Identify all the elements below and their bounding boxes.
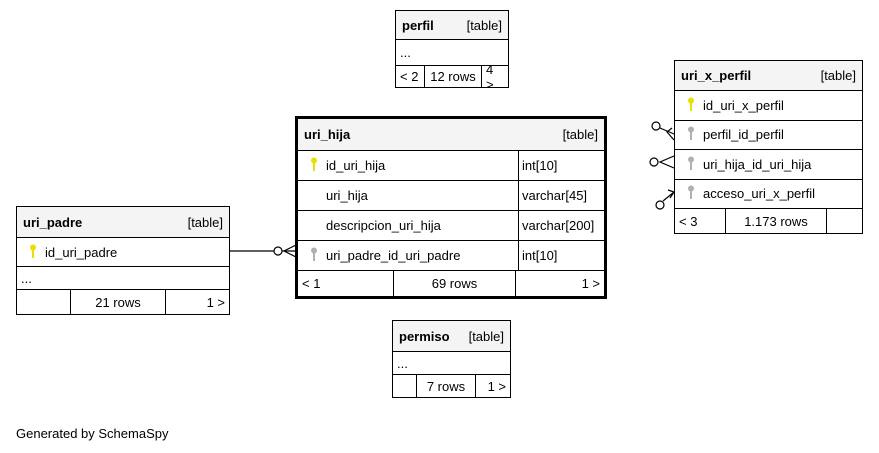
column-row[interactable]: acceso_uri_x_perfil [675, 178, 862, 209]
table-header[interactable]: uri_padre [table] [17, 207, 229, 237]
primary-key-icon [25, 244, 41, 261]
prev-link[interactable]: < 3 [679, 213, 698, 229]
prev-link[interactable]: < 2 [400, 69, 419, 84]
edge-crow-foot [282, 244, 297, 258]
column-row[interactable]: uri_hija_id_uri_hija [675, 149, 862, 179]
next-link[interactable]: 1 > [475, 375, 510, 397]
row-count: 1.173 rows [725, 209, 826, 233]
table-name: uri_hija [304, 127, 351, 142]
column-name: id_uri_padre [45, 244, 118, 260]
more-columns-ellipsis: ... [396, 39, 508, 65]
table-header[interactable]: uri_hija [table] [298, 119, 604, 150]
edge-crow-foot [662, 189, 675, 202]
column-name: descripcion_uri_hija [326, 218, 441, 233]
column-row[interactable]: id_uri_padre [17, 237, 229, 266]
table-kind: [table] [468, 328, 504, 344]
table-name: perfil [402, 17, 434, 33]
column-name: uri_padre_id_uri_padre [326, 248, 461, 263]
table-kind: [table] [466, 17, 502, 33]
column-name: uri_hija [326, 188, 368, 203]
column-row[interactable]: id_uri_hija int[10] [298, 150, 604, 180]
column-row[interactable]: uri_hija varchar[45] [298, 180, 604, 210]
table-kind: [table] [562, 127, 598, 142]
table-header[interactable]: uri_x_perfil [table] [675, 61, 862, 90]
row-count: 69 rows [393, 271, 515, 296]
prev-link[interactable] [393, 375, 416, 397]
table-uri-x-perfil[interactable]: uri_x_perfil [table] id_uri_x_perfil per… [674, 60, 863, 234]
edge-crow-foot [658, 155, 675, 169]
table-uri-padre[interactable]: uri_padre [table] id_uri_padre ...21 row… [16, 206, 230, 315]
next-link[interactable]: 4 > [481, 62, 508, 92]
more-columns-ellipsis: ... [393, 351, 510, 374]
column-type: varchar[200] [518, 211, 604, 240]
foreign-key-icon [683, 126, 699, 143]
column-name: id_uri_hija [326, 158, 386, 173]
column-name: uri_hija_id_uri_hija [703, 156, 812, 172]
column-name: id_uri_x_perfil [703, 97, 784, 113]
edge-crow-foot [659, 127, 675, 141]
next-link[interactable]: 1 > [165, 290, 229, 314]
table-footer: < 3 1.173 rows [675, 208, 862, 233]
column-row[interactable]: uri_padre_id_uri_padre int[10] [298, 240, 604, 270]
primary-key-icon [306, 157, 322, 174]
foreign-key-icon [683, 156, 699, 173]
prev-link[interactable] [17, 290, 70, 314]
column-row[interactable]: id_uri_x_perfil [675, 90, 862, 120]
prev-link[interactable]: < 1 [302, 276, 321, 291]
primary-key-icon [683, 97, 699, 114]
edge-zero-marker [655, 200, 665, 210]
foreign-key-icon [683, 185, 699, 202]
row-count: 12 rows [424, 66, 481, 87]
generated-by-label: Generated by SchemaSpy [16, 426, 169, 441]
next-link[interactable]: 1 > [515, 271, 604, 296]
edge-zero-marker [651, 121, 661, 131]
more-columns-ellipsis: ... [17, 266, 229, 289]
next-link[interactable] [826, 209, 862, 233]
row-count: 7 rows [416, 375, 475, 397]
column-name: acceso_uri_x_perfil [703, 186, 816, 202]
edge-zero-marker [649, 157, 659, 167]
table-header[interactable]: perfil [table] [396, 11, 508, 39]
table-kind: [table] [187, 214, 223, 230]
table-header[interactable]: permiso [table] [393, 321, 510, 351]
foreign-key-icon [306, 247, 322, 264]
table-kind: [table] [820, 68, 856, 83]
column-type: varchar[45] [518, 181, 604, 210]
table-name: uri_padre [23, 214, 83, 230]
table-name: permiso [399, 328, 450, 344]
column-row[interactable]: descripcion_uri_hija varchar[200] [298, 210, 604, 240]
column-type: int[10] [518, 151, 604, 180]
edge-zero-marker [273, 246, 283, 256]
column-type: int[10] [518, 241, 604, 270]
row-count: 21 rows [70, 290, 165, 314]
table-uri-hija[interactable]: uri_hija [table] id_uri_hija int[10] uri… [295, 116, 607, 299]
column-name: perfil_id_perfil [703, 127, 784, 143]
table-name: uri_x_perfil [681, 68, 752, 83]
column-row[interactable]: perfil_id_perfil [675, 119, 862, 150]
